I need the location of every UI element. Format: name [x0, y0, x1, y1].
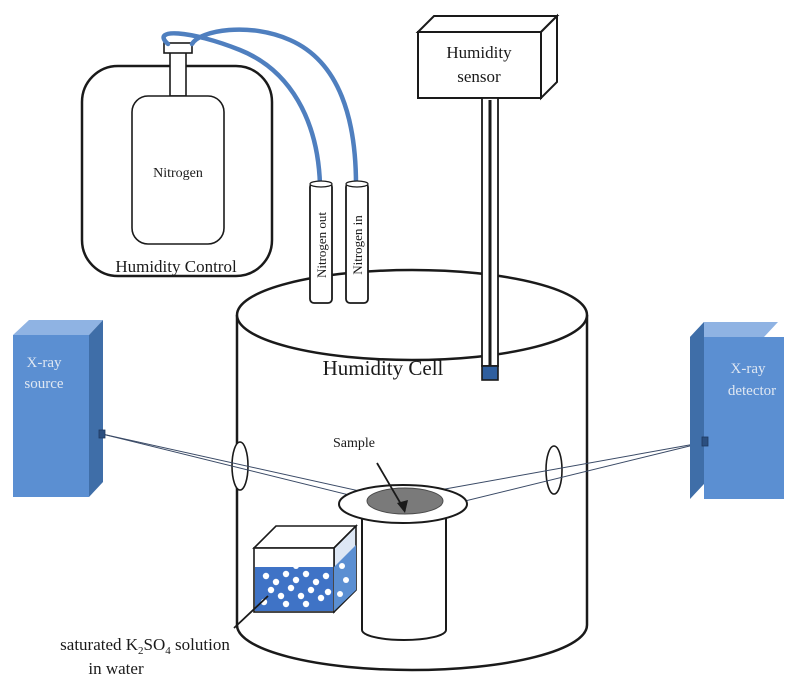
humidity-sensor-box-side — [540, 13, 558, 101]
humidity-sensor-label-line2: sensor — [457, 67, 501, 86]
humidity-control-unit: Humidity Control Nitrogen — [80, 42, 274, 278]
solution-label-line1: saturated K2SO4 solution — [60, 635, 230, 657]
saline-container — [233, 524, 358, 629]
sample-label: Sample — [333, 436, 375, 451]
incident-beam-upper — [101, 433, 401, 501]
diffracted-beam-lower — [419, 441, 707, 513]
nitrogen-in-hose — [189, 27, 359, 188]
xray-source-aperture — [98, 429, 106, 439]
solution-label: saturated K2SO4 solution in water — [60, 635, 230, 678]
xray-detector-top — [690, 322, 778, 337]
xray-detector-side — [690, 322, 704, 499]
xray-beams — [101, 433, 707, 513]
solution-label-line2: in water — [88, 659, 144, 678]
sample-stage: Sample — [333, 436, 468, 641]
right-xray-window — [545, 445, 563, 495]
xray-detector-label-line2: detector — [728, 383, 776, 399]
nitrogen-label: Nitrogen — [153, 166, 203, 181]
sample-pointer-arrowhead — [397, 500, 408, 513]
xray-source-front — [13, 335, 89, 497]
xray-source-label-line2: source — [24, 376, 63, 392]
xray-detector-label-line1: X-ray — [731, 361, 766, 377]
humidity-sensor-tip — [481, 365, 499, 381]
humidity-cell-top — [235, 268, 589, 362]
xray-detector: X-ray detector — [690, 322, 784, 499]
humidity-cell-label: Humidity Cell — [323, 356, 444, 380]
nitrogen-in-port-top — [345, 180, 369, 188]
humidity-control-label: Humidity Control — [115, 257, 237, 276]
salt-crystals — [260, 563, 349, 608]
xray-source-top — [13, 320, 103, 335]
nitrogen-ports: Nitrogen out Nitrogen in — [309, 180, 369, 304]
solution-pointer — [233, 595, 269, 629]
xray-source-side — [89, 320, 103, 497]
sample-pedestal — [361, 510, 447, 641]
xray-detector-front — [704, 337, 784, 499]
nitrogen-bottle — [131, 95, 225, 245]
nitrogen-out-label: Nitrogen out — [314, 212, 329, 278]
xray-source: X-ray source — [13, 320, 106, 497]
nitrogen-out-port-top — [309, 180, 333, 188]
nitrogen-bottle-cap — [163, 42, 193, 54]
nitrogen-bottle-neck — [169, 51, 187, 97]
nitrogen-hoses — [161, 27, 359, 188]
nitrogen-out-hose — [161, 31, 323, 188]
humidity-sensor-label-line1: Humidity — [446, 43, 512, 62]
humidity-sensor-box — [417, 31, 542, 99]
humidity-sensor-box-top — [415, 15, 560, 33]
xray-source-label-line1: X-ray — [27, 355, 62, 371]
nitrogen-in-label: Nitrogen in — [350, 215, 365, 275]
diffracted-beam-upper — [394, 441, 707, 499]
xray-detector-aperture — [701, 436, 709, 447]
humidity-sensor: Humidity sensor — [415, 13, 560, 381]
